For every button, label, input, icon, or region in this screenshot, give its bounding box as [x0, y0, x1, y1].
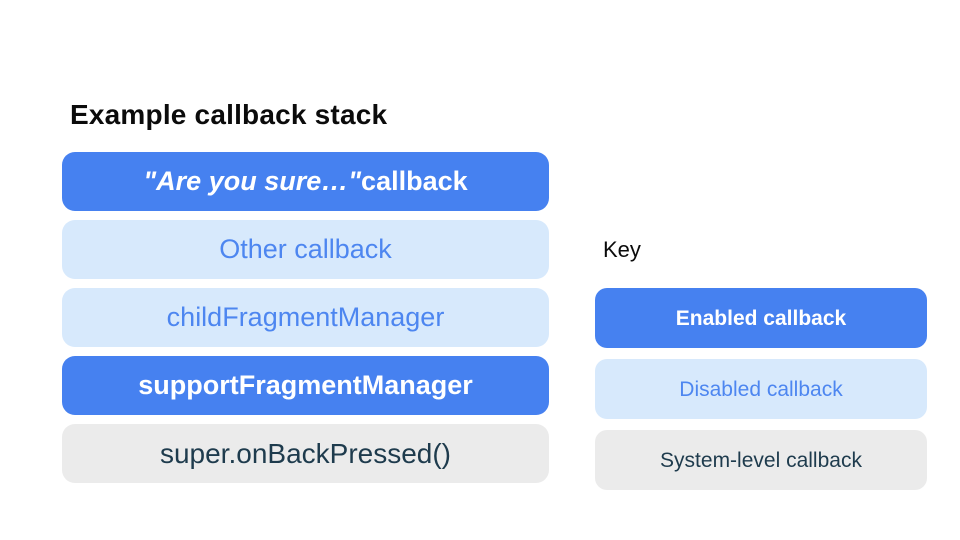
key-item-disabled-callback: Disabled callback: [595, 359, 927, 419]
stack-item-label-italic: "Are you sure…": [143, 166, 362, 196]
stack-item-label: supportFragmentManager: [138, 370, 473, 400]
key-item-label: Enabled callback: [675, 306, 847, 330]
callback-stack: "Are you sure…" callback Other callback …: [62, 152, 549, 492]
stack-item-super-on-back-pressed: super.onBackPressed(): [62, 424, 549, 483]
key-item-system-level-callback: System-level callback: [595, 430, 927, 490]
stack-item-label: Other callback: [219, 234, 392, 264]
stack-item-support-fragment-manager: supportFragmentManager: [62, 356, 549, 415]
stack-item-are-you-sure-callback: "Are you sure…" callback: [62, 152, 549, 211]
stack-title: Example callback stack: [70, 99, 388, 130]
stack-item-label: super.onBackPressed(): [159, 437, 452, 469]
key-item-label: Disabled callback: [679, 377, 843, 401]
stack-item-label-rest: callback: [361, 166, 468, 196]
stack-item-child-fragment-manager: childFragmentManager: [62, 288, 549, 347]
key-title: Key: [603, 237, 641, 262]
key-item-enabled-callback: Enabled callback: [595, 288, 927, 348]
stack-item-other-callback: Other callback: [62, 220, 549, 279]
stack-item-label: childFragmentManager: [166, 302, 445, 332]
key-legend: Enabled callback Disabled callback Syste…: [595, 288, 927, 501]
key-item-label: System-level callback: [660, 448, 862, 472]
